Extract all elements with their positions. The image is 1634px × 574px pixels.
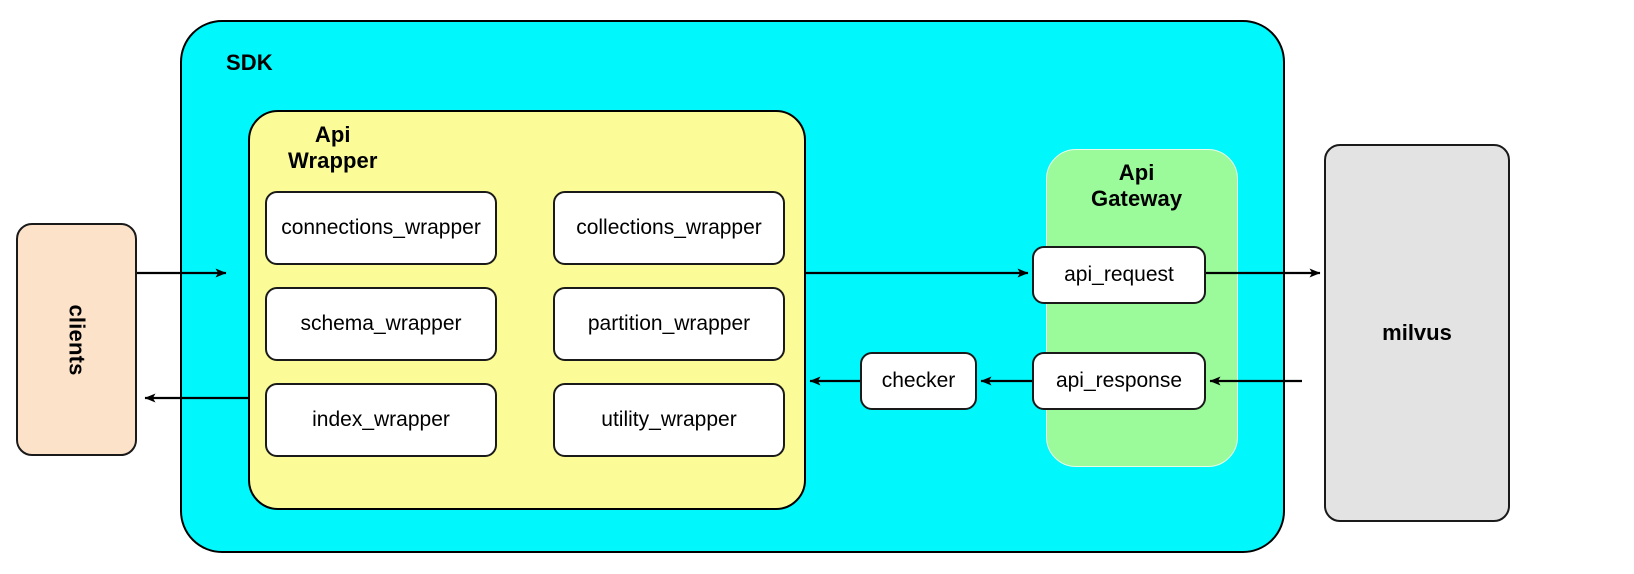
container-api-wrapper-label: Api Wrapper (288, 122, 378, 173)
box-milvus[interactable]: milvus (1324, 144, 1510, 522)
module-schema-wrapper[interactable]: schema_wrapper (265, 287, 497, 361)
module-connections-wrapper[interactable]: connections_wrapper (265, 191, 497, 265)
box-milvus-label: milvus (1382, 320, 1452, 345)
module-label: index_wrapper (312, 408, 450, 431)
module-api-response[interactable]: api_response (1032, 352, 1206, 410)
module-label: connections_wrapper (281, 216, 481, 239)
module-partition-wrapper[interactable]: partition_wrapper (553, 287, 785, 361)
module-label: api_response (1055, 369, 1183, 392)
container-sdk-label: SDK (226, 50, 273, 75)
container-api-gateway-label: Api Gateway (1091, 160, 1183, 211)
module-index-wrapper[interactable]: index_wrapper (265, 383, 497, 457)
module-collections-wrapper[interactable]: collections_wrapper (553, 191, 785, 265)
module-label: partition_wrapper (587, 312, 751, 335)
box-clients[interactable]: clients (16, 223, 137, 456)
module-label: collections_wrapper (576, 216, 762, 239)
module-label: checker (881, 369, 956, 392)
container-api-gateway: Api Gateway (1046, 149, 1238, 467)
module-utility-wrapper[interactable]: utility_wrapper (553, 383, 785, 457)
module-api-request[interactable]: api_request (1032, 246, 1206, 304)
box-clients-label: clients (64, 303, 90, 376)
module-label: api_request (1064, 263, 1174, 286)
module-label: utility_wrapper (601, 408, 737, 431)
module-checker[interactable]: checker (860, 352, 977, 410)
module-label: schema_wrapper (300, 312, 462, 335)
